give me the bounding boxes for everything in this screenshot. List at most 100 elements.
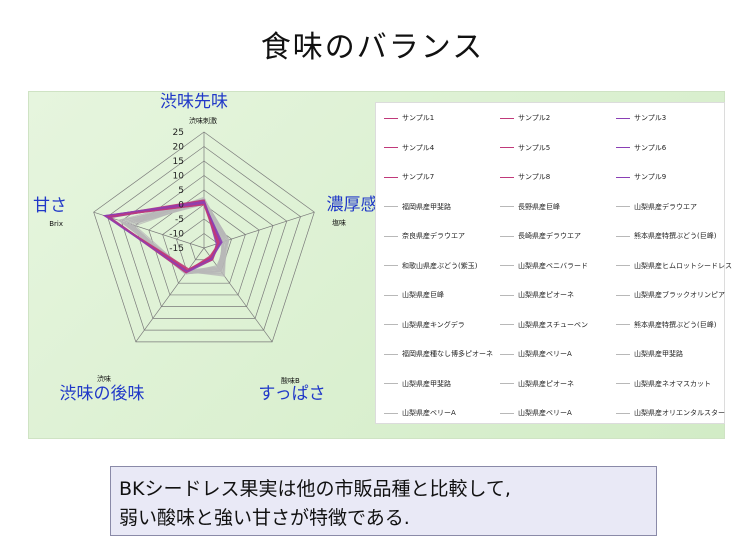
radar-axis-sublabel: 塩味 <box>332 218 346 227</box>
caption-line-2: 弱い酸味と強い甘さが特徴である. <box>119 507 410 529</box>
legend-label: 長野県産巨峰 <box>518 202 560 211</box>
legend-item: 和歌山県産ぶどう(紫玉) <box>384 259 477 273</box>
legend-label: サンプル5 <box>518 143 551 152</box>
legend-swatch <box>500 176 514 178</box>
legend-item: 山梨県産ブラックオリンピア <box>616 288 725 302</box>
radar-tick-label: 25 <box>173 128 184 138</box>
legend-item: 山梨県産ピオーネ <box>500 288 574 302</box>
legend-item: 山梨県産スチューベン <box>500 318 588 332</box>
legend-swatch <box>500 324 514 325</box>
legend-item: 長崎県産デラウエア <box>500 229 581 243</box>
radar-grid-ring <box>162 204 246 284</box>
radar-series-group <box>102 196 230 277</box>
legend-item: サンプル4 <box>384 141 434 155</box>
legend-label: 山梨県産デラウエア <box>634 202 697 211</box>
legend-swatch <box>500 265 514 266</box>
legend-item: 熊本県産特撰ぶどう(巨峰) <box>616 229 716 243</box>
legend-label: 山梨県産スチューベン <box>518 320 588 329</box>
legend-label: 山梨県産ヒムロットシードレス <box>634 261 732 270</box>
legend-swatch <box>500 117 514 119</box>
legend-label: 熊本県産特撰ぶどう(巨峰) <box>634 232 717 240</box>
legend-item: 奈良県産デラウエア <box>384 229 465 243</box>
legend-swatch <box>500 412 514 414</box>
legend-label: サンプル4 <box>402 143 435 152</box>
radar-series-line <box>102 200 222 273</box>
legend-item: 山梨県産オリエンタルスター <box>616 406 725 420</box>
legend-swatch <box>384 206 398 207</box>
legend-swatch <box>384 294 398 296</box>
radar-spoke <box>203 247 273 343</box>
legend-item: サンプル1 <box>384 111 434 125</box>
legend-swatch <box>616 294 630 296</box>
legend-item: サンプル2 <box>500 111 550 125</box>
legend-label: サンプル9 <box>634 173 667 181</box>
legend-item: 山梨県産甲斐路 <box>384 377 451 391</box>
legend-swatch <box>616 235 630 237</box>
legend-swatch <box>384 235 398 237</box>
radar-tick-label: 5 <box>178 186 184 196</box>
legend-label: サンプル8 <box>518 173 551 181</box>
legend-item: サンプル6 <box>616 141 666 155</box>
radar-grid-ring <box>148 189 260 296</box>
legend-label: 山梨県産甲斐路 <box>634 350 683 358</box>
legend-item: 山梨県産キングデラ <box>384 318 465 332</box>
caption-box: BKシードレス果実は他の市販品種と比較して, 弱い酸味と強い甘さが特徴である. <box>110 466 657 536</box>
legend-label: 福岡県産甲斐路 <box>402 202 451 211</box>
legend-item: サンプル8 <box>500 170 550 184</box>
legend-item: 山梨県産ベリーA <box>500 406 572 420</box>
legend-swatch <box>500 206 514 207</box>
radar-grid-ring <box>93 131 315 343</box>
radar-series-line <box>128 201 226 272</box>
legend-label: 山梨県産ブラックオリンピア <box>634 291 725 299</box>
radar-axis-sublabel: 渋味刺激 <box>189 116 217 125</box>
legend-swatch <box>500 353 514 355</box>
legend-label: サンプル2 <box>518 114 551 122</box>
legend-label: 山梨県産甲斐路 <box>402 379 451 388</box>
legend-item: 福岡県産種なし博多ピオーネ <box>384 347 493 361</box>
legend-swatch <box>616 412 630 414</box>
legend-item: 福岡県産甲斐路 <box>384 200 451 214</box>
radar-tick-label: -15 <box>169 244 184 254</box>
radar-tick-label: 0 <box>178 201 184 211</box>
radar-axis-sublabel: 渋味 <box>97 374 111 383</box>
legend-swatch <box>500 294 514 296</box>
legend-swatch <box>616 117 630 119</box>
legend-swatch <box>616 353 630 355</box>
legend-swatch <box>616 383 630 384</box>
radar-tick-label: 15 <box>173 157 184 167</box>
radar-tick-label: 20 <box>173 143 185 153</box>
legend-swatch <box>616 147 630 148</box>
radar-spoke <box>135 247 205 343</box>
legend-item: 山梨県産ベリーA <box>500 347 572 361</box>
legend-item: 長野県産巨峰 <box>500 200 560 214</box>
legend-item: サンプル3 <box>616 111 666 125</box>
legend-item: 山梨県産ベニバラード <box>500 259 588 273</box>
legend-item: 熊本県産特撰ぶどう(巨峰) <box>616 318 716 332</box>
legend-swatch <box>616 206 630 207</box>
legend-swatch <box>616 176 630 178</box>
radar-axis-sublabel: Brix <box>49 220 63 228</box>
legend-swatch <box>384 176 398 178</box>
legend-swatch <box>384 353 398 355</box>
legend-label: 山梨県産ベニバラード <box>518 261 588 270</box>
legend-label: 長崎県産デラウエア <box>518 232 581 240</box>
legend-label: 山梨県産巨峰 <box>402 291 444 299</box>
legend-item: サンプル7 <box>384 170 434 184</box>
radar-axis-title: すっぱさ <box>258 384 325 404</box>
radar-axis-title: 濃厚感 <box>327 195 378 215</box>
legend-item: 山梨県産ヒムロットシードレス <box>616 259 732 273</box>
legend-swatch <box>616 324 630 325</box>
legend-label: 山梨県産ベリーA <box>518 350 572 358</box>
radar-grid-ring <box>107 146 301 331</box>
legend-label: 和歌山県産ぶどう(紫玉) <box>402 261 478 270</box>
radar-axis-title: 渋味の後味 <box>60 384 145 404</box>
legend-item: 山梨県産巨峰 <box>384 288 444 302</box>
legend-label: 福岡県産種なし博多ピオーネ <box>402 350 493 358</box>
radar-grid <box>93 131 315 343</box>
radar-series-line <box>120 199 228 272</box>
chart-legend: サンプル1 サンプル2 サンプル3 サンプル4 サンプル5 サンプル6 サンプル7 サンプル8… <box>375 102 732 424</box>
legend-label: 奈良県産デラウエア <box>402 232 465 240</box>
legend-item: 山梨県産甲斐路 <box>616 347 683 361</box>
radar-tick-label: -10 <box>169 230 184 240</box>
